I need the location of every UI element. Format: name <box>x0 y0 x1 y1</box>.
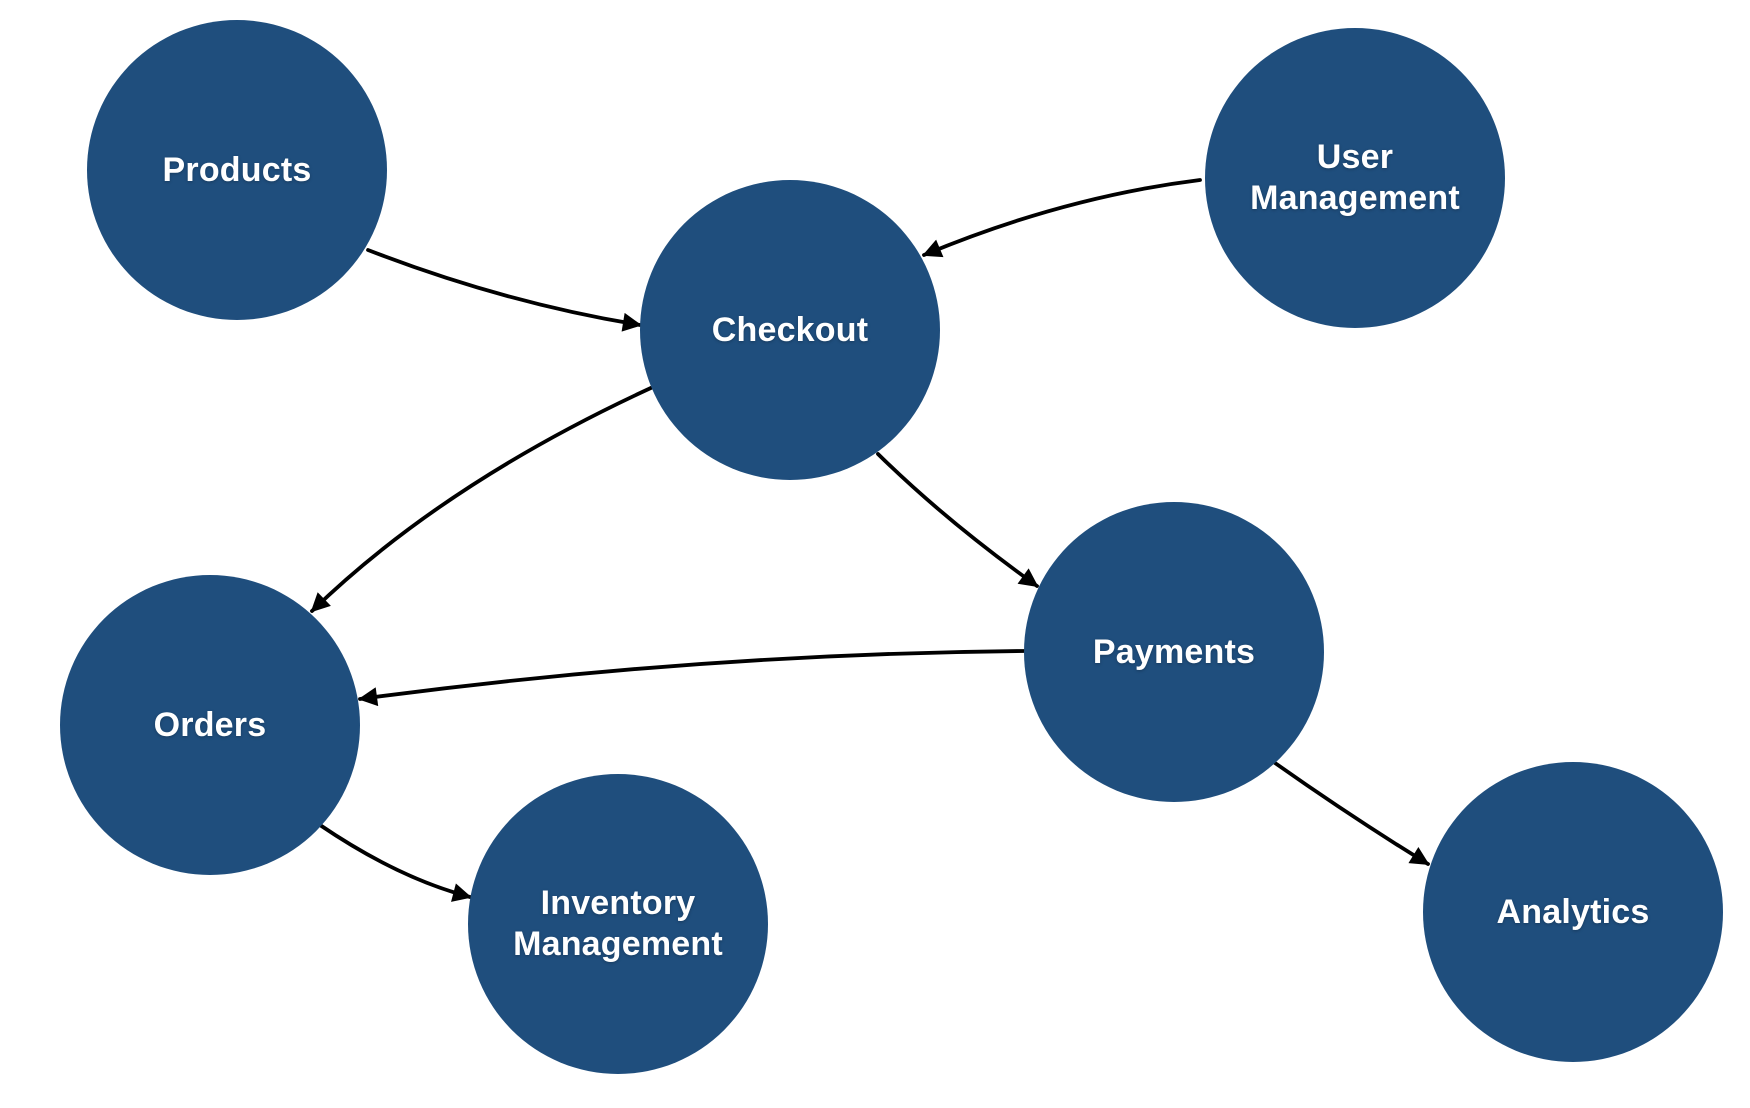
node-orders[interactable]: Orders <box>60 575 360 875</box>
node-products[interactable]: Products <box>87 20 387 320</box>
node-label: Management <box>513 925 723 963</box>
node-label: Management <box>1250 179 1460 217</box>
node-label: Orders <box>153 705 267 744</box>
node-label: Payments <box>1092 632 1256 671</box>
node-label: User <box>1316 138 1394 177</box>
node-analytics[interactable]: Analytics <box>1423 762 1723 1062</box>
edge-orders-to-inventory-management <box>318 823 472 902</box>
edge-user-management-to-checkout <box>922 178 1202 258</box>
node-checkout[interactable]: Checkout <box>640 180 940 480</box>
edge-products-to-checkout <box>366 248 642 332</box>
node-label: Checkout <box>711 310 869 349</box>
edge-checkout-to-payments <box>876 452 1039 588</box>
node-label: Analytics <box>1496 892 1650 931</box>
edge-payments-to-analytics <box>1273 761 1430 866</box>
edge-payments-to-orders <box>358 649 1026 707</box>
node-label: Products <box>162 150 312 189</box>
node-payments[interactable]: Payments <box>1024 502 1324 802</box>
node-label: Inventory <box>540 884 696 923</box>
edge-checkout-to-orders <box>310 385 655 613</box>
edges-layer <box>310 178 1430 902</box>
